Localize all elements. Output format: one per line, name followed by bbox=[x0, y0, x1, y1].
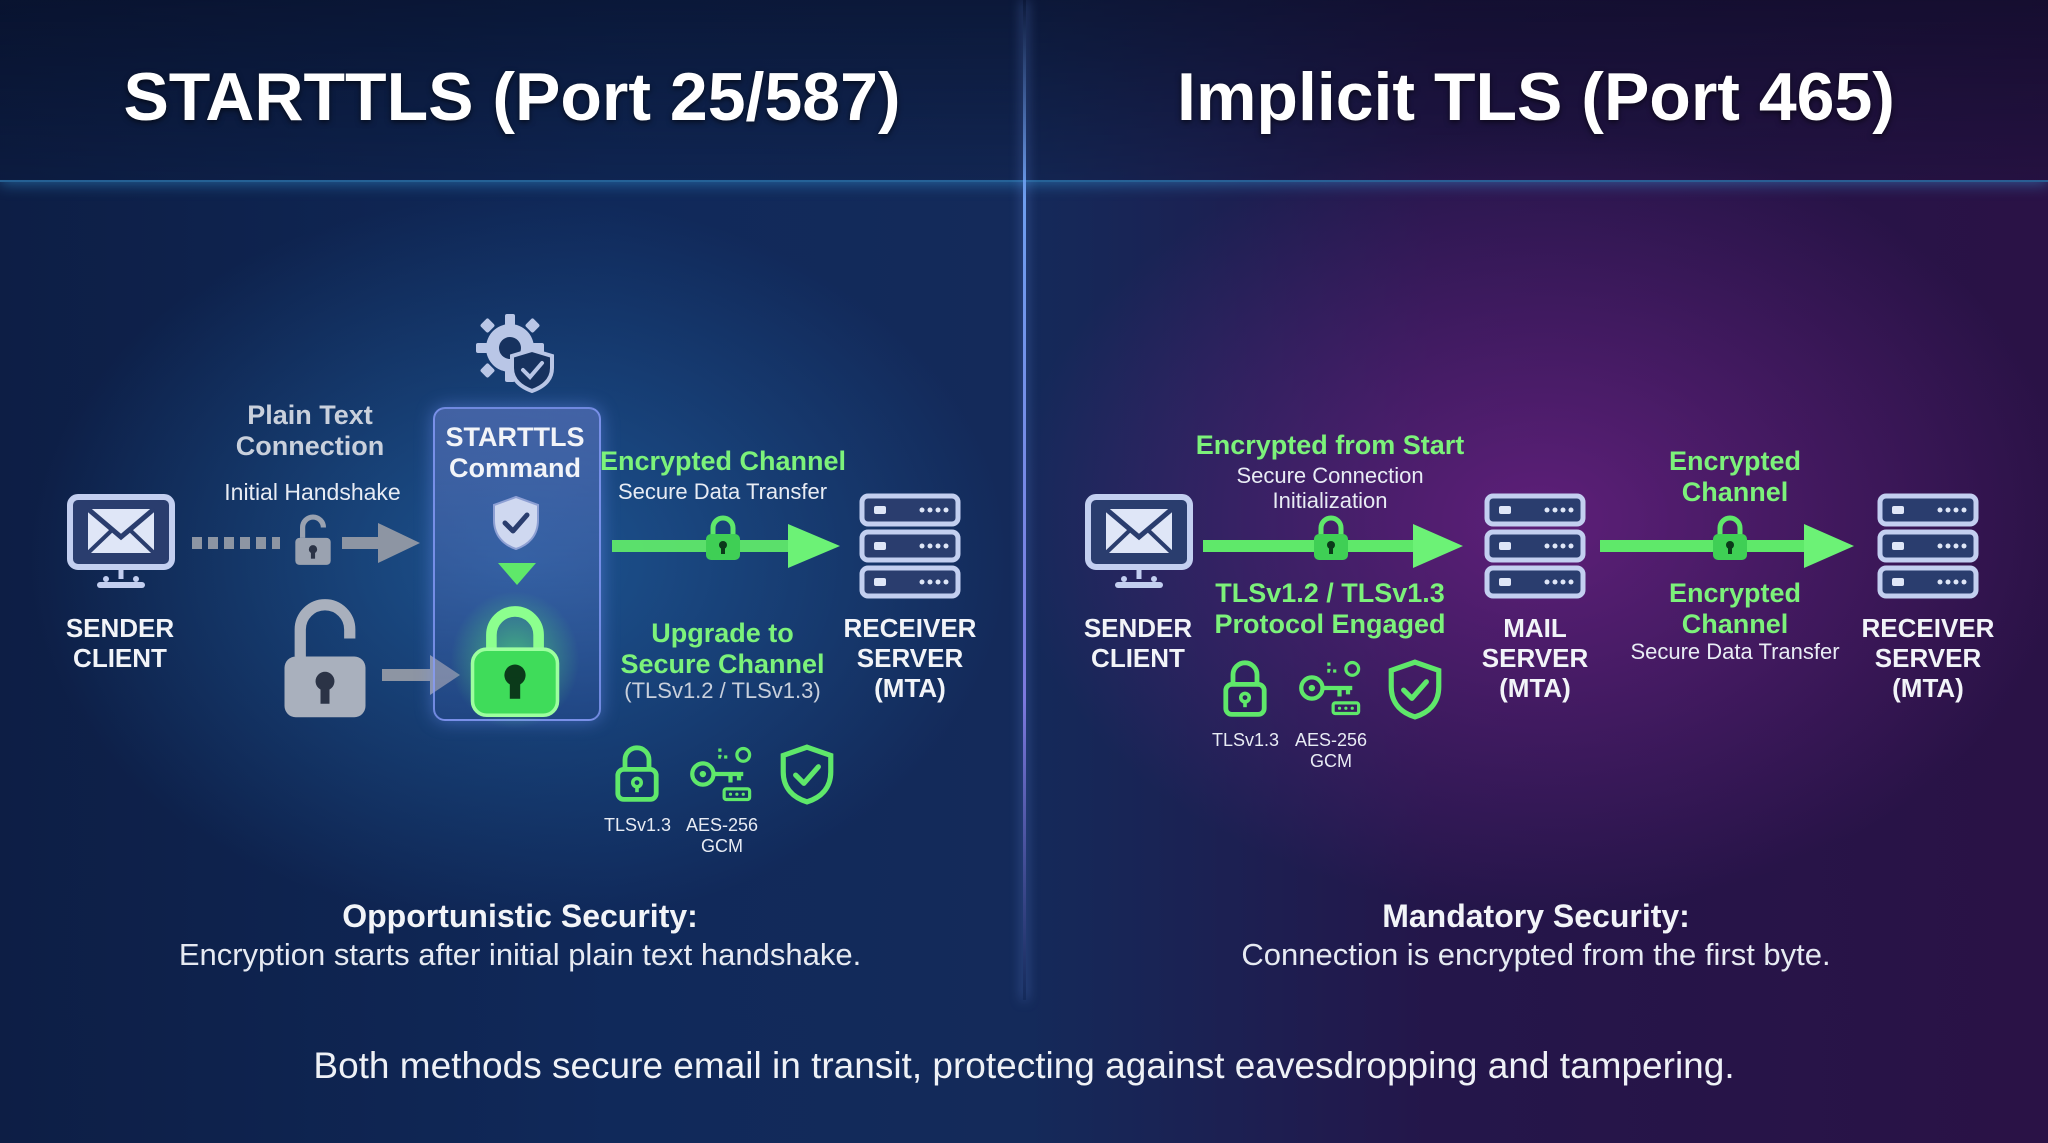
center-divider bbox=[1023, 0, 1026, 1000]
implicit-first-lock-icon bbox=[1311, 514, 1351, 562]
starttls-secure-data: Secure Data Transfer bbox=[617, 479, 828, 504]
starttls-summary-title: Opportunistic Security: bbox=[342, 898, 698, 934]
implicit-first-arrow bbox=[1203, 524, 1463, 568]
tls-lock-badge-icon bbox=[613, 743, 661, 803]
footer-text: Both methods secure email in transit, pr… bbox=[313, 1045, 1735, 1086]
implicit-second-arrow bbox=[1600, 524, 1854, 568]
implicit-key-badge-icon bbox=[1297, 658, 1365, 718]
unlocked-padlock-icon bbox=[284, 599, 366, 718]
starttls-tls-badge: TLSv1.3 bbox=[603, 815, 672, 835]
starttls-encrypted-channel: Encrypted Channel bbox=[600, 446, 847, 476]
implicit-summary-title: Mandatory Security: bbox=[1382, 898, 1690, 934]
implicit-receiver-server-icon bbox=[1876, 492, 1980, 602]
mail-server-icon bbox=[1483, 492, 1587, 602]
starttls-summary-text: Encryption starts after initial plain te… bbox=[178, 937, 862, 972]
key-badge-icon bbox=[688, 744, 756, 804]
starttls-title: STARTTLS (Port 25/587) bbox=[123, 59, 901, 135]
encrypted-from-start-label: Encrypted from Start bbox=[1195, 430, 1465, 460]
gear-shield-icon bbox=[476, 314, 554, 394]
starttls-channel-lock-icon bbox=[703, 514, 743, 562]
command-shield-icon bbox=[493, 495, 539, 551]
open-lock-icon bbox=[295, 514, 331, 565]
implicit-secure-data: Secure Data Transfer bbox=[1630, 639, 1840, 664]
down-arrow-icon bbox=[498, 563, 536, 585]
secure-lock-icon bbox=[470, 606, 560, 718]
implicit-title: Implicit TLS (Port 465) bbox=[1177, 59, 1895, 135]
implicit-shield-check-badge-icon bbox=[1387, 658, 1443, 720]
implicit-tls-lock-badge-icon bbox=[1221, 658, 1269, 718]
plain-text-arrow bbox=[192, 523, 420, 563]
starttls-encrypted-arrow bbox=[612, 524, 840, 568]
implicit-summary-text: Connection is encrypted from the first b… bbox=[1241, 937, 1831, 972]
implicit-tls-badge: TLSv1.3 bbox=[1211, 730, 1280, 750]
implicit-second-lock-icon bbox=[1710, 514, 1750, 562]
sender-client-icon bbox=[66, 493, 176, 593]
receiver-server-icon bbox=[858, 492, 962, 602]
upgrade-versions: (TLSv1.2 / TLSv1.3) bbox=[624, 678, 821, 703]
shield-check-badge-icon bbox=[779, 743, 835, 805]
implicit-sender-client-icon bbox=[1084, 493, 1194, 593]
initial-handshake-label: Initial Handshake bbox=[224, 479, 401, 505]
